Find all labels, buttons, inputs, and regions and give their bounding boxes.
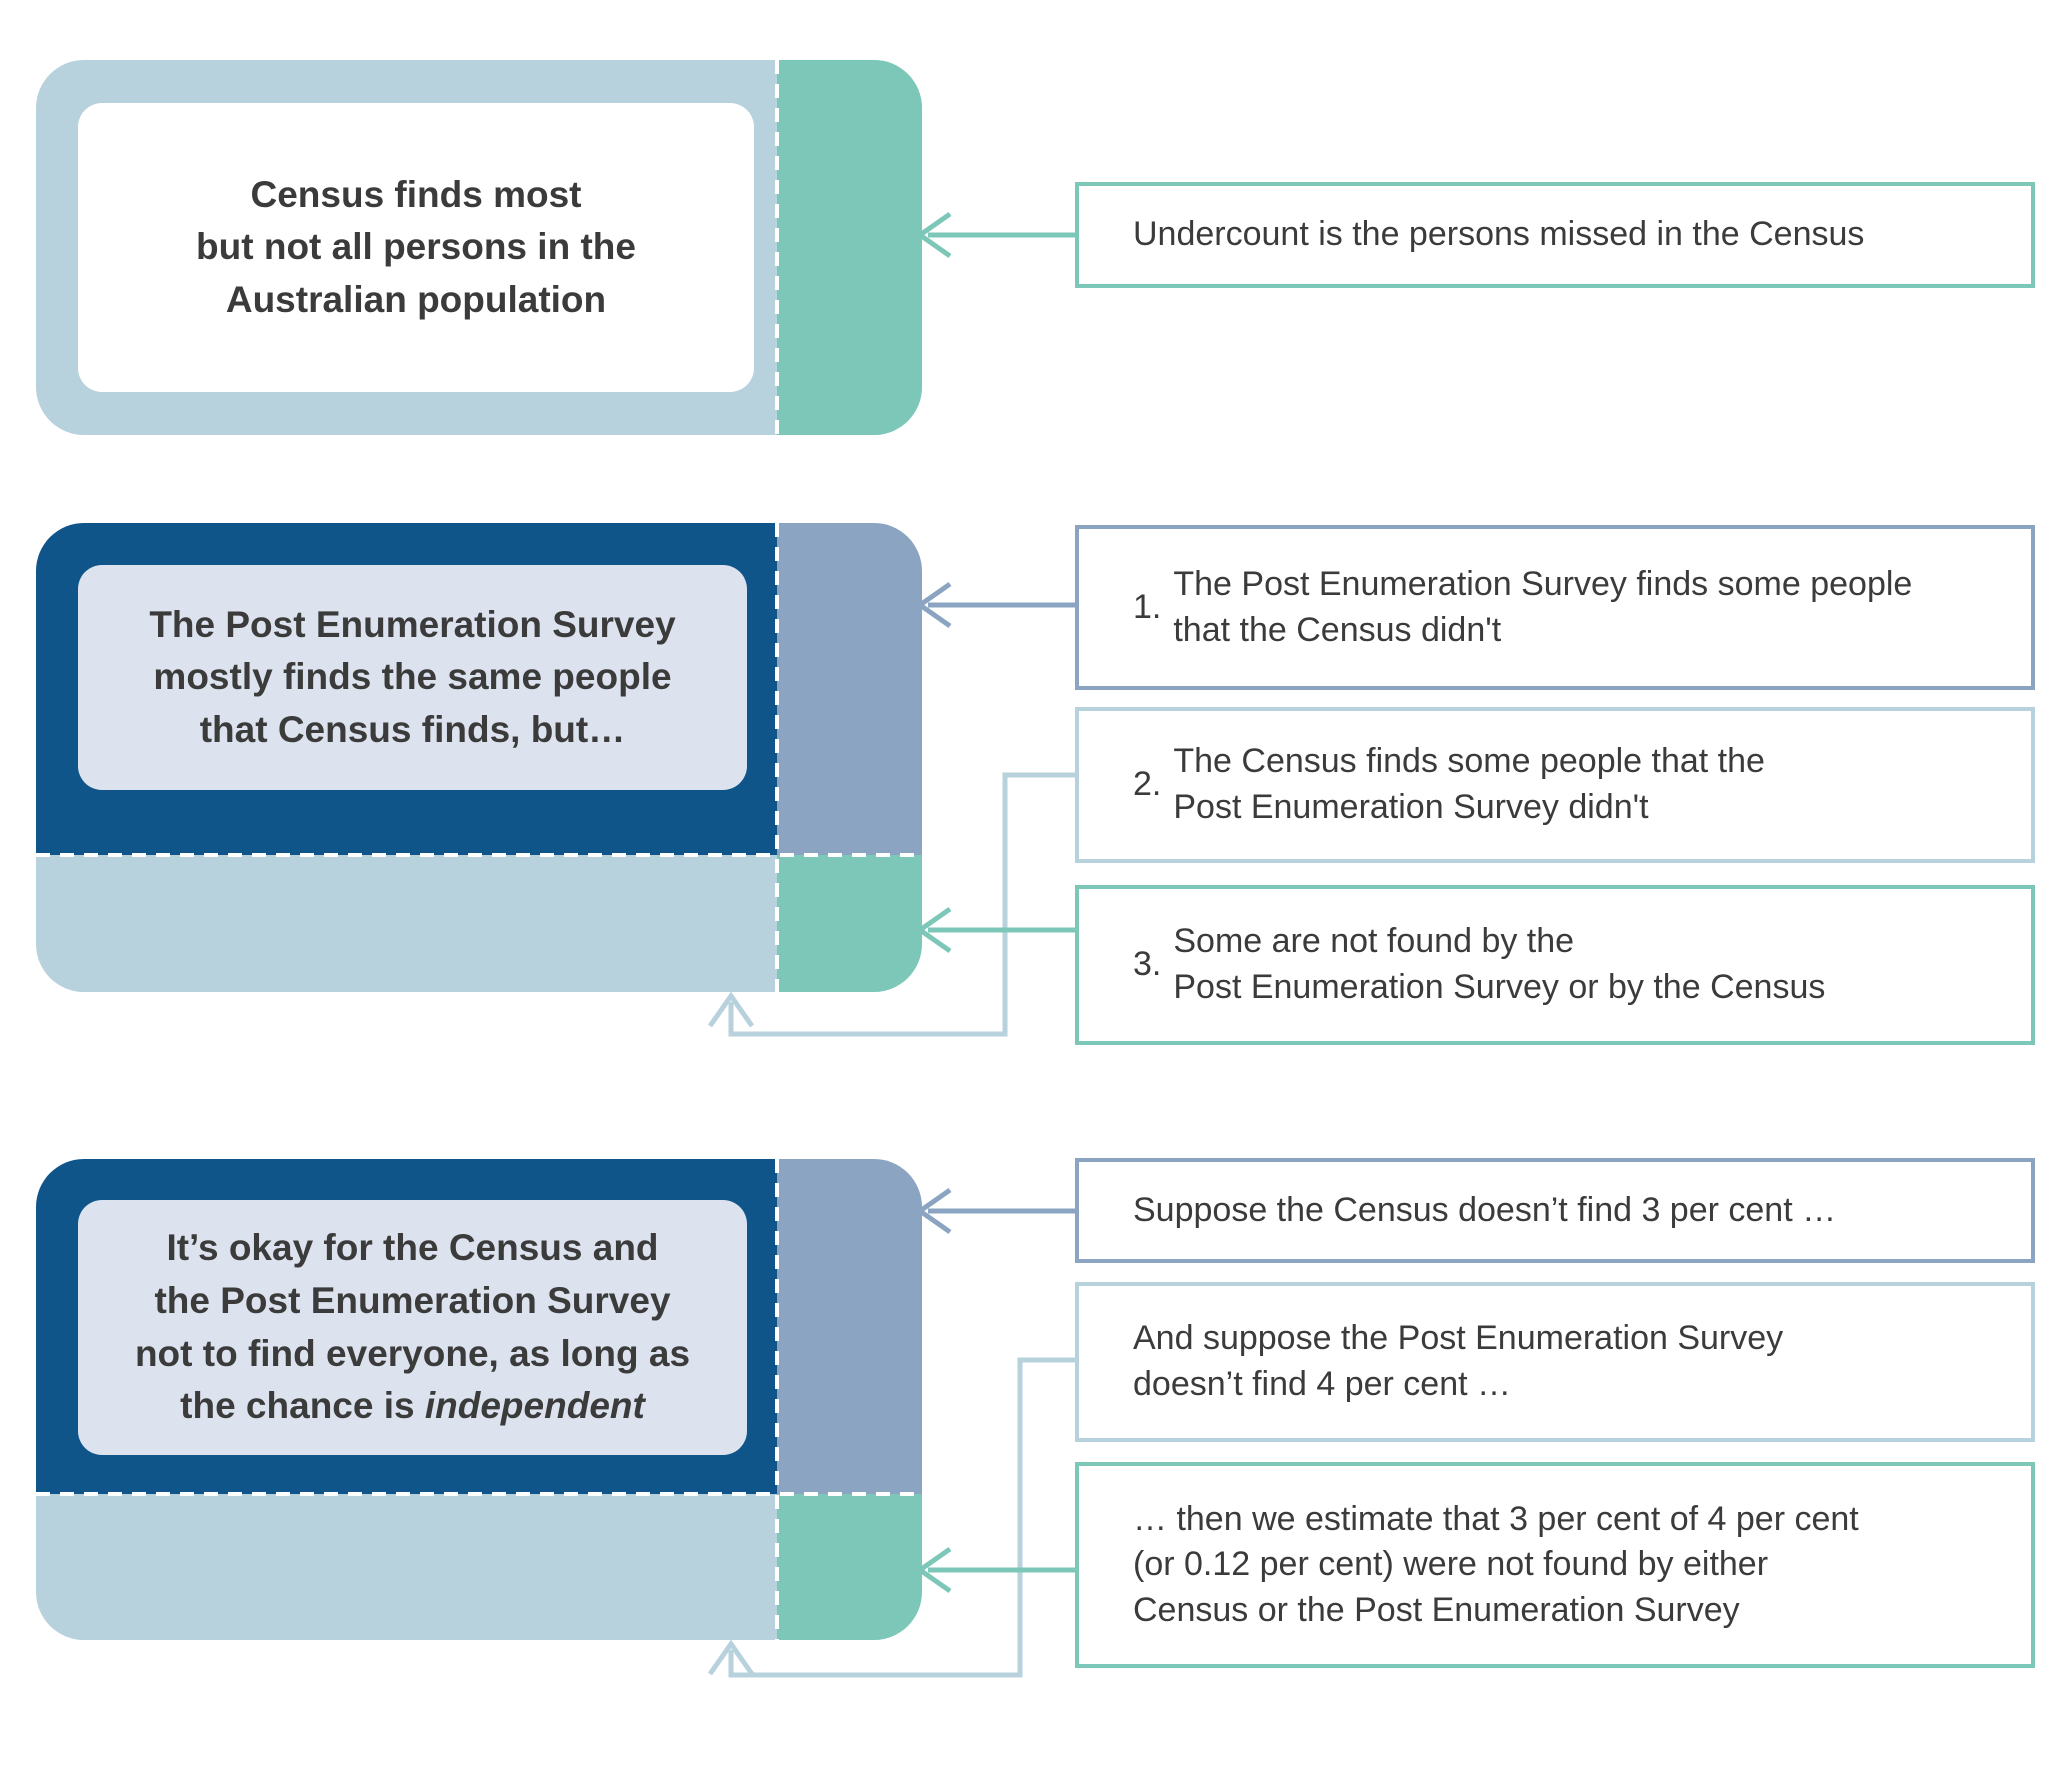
arrow-suppose-census <box>915 1187 1075 1235</box>
dashed-divider-vertical <box>775 60 779 435</box>
card-census: Census finds most but not all persons in… <box>36 60 922 435</box>
label-text: Suppose the Census doesn’t find 3 per ce… <box>1133 1190 1837 1229</box>
label-box-pes-point-1: 1. The Post Enumeration Survey finds som… <box>1075 525 2035 690</box>
independence-quadrant-pes-only <box>777 1159 922 1494</box>
arrow-neither-found <box>915 906 1075 954</box>
independence-statement: It’s okay for the Census and the Post En… <box>78 1200 747 1455</box>
label-text: Undercount is the persons missed in the … <box>1133 215 1865 254</box>
label-box-suppose-census: Suppose the Census doesn’t find 3 per ce… <box>1075 1158 2035 1263</box>
card-independence: It’s okay for the Census and the Post En… <box>36 1159 922 1640</box>
arrow-pes-only <box>915 581 1075 629</box>
independence-statement-italic: independent <box>424 1385 645 1427</box>
label-text: And suppose the Post Enumeration Survey … <box>1133 1319 1784 1403</box>
label-box-suppose-pes: And suppose the Post Enumeration Survey … <box>1075 1282 2035 1442</box>
pes-quadrant-census-only <box>36 855 777 992</box>
arrow-undercount <box>915 211 1075 259</box>
arrow-left-head <box>915 211 952 259</box>
dashed-divider-vertical <box>775 1159 779 1640</box>
dashed-divider-vertical <box>775 523 779 992</box>
arrow-up-head <box>707 991 755 1028</box>
dashed-divider-horizontal <box>36 1492 922 1496</box>
independence-quadrant-neither-found <box>777 1494 922 1640</box>
arrow-left-head <box>915 906 952 954</box>
label-box-estimate: … then we estimate that 3 per cent of 4 … <box>1075 1462 2035 1668</box>
label-number: 2. <box>1133 765 1162 804</box>
label-number: 3. <box>1133 945 1162 984</box>
label-box-undercount: Undercount is the persons missed in the … <box>1075 182 2035 288</box>
label-box-pes-point-2: 2. The Census finds some people that the… <box>1075 707 2035 863</box>
independence-statement-text: It’s okay for the Census and the Post En… <box>134 1227 691 1427</box>
label-text: The Post Enumeration Survey finds some p… <box>1173 564 1913 649</box>
label-text: The Census finds some people that the Po… <box>1173 742 1765 826</box>
arrow-left-head <box>915 1187 952 1235</box>
arrow-left-head <box>915 1546 952 1594</box>
label-text: … then we estimate that 3 per cent of 4 … <box>1133 1499 1859 1629</box>
dashed-divider-horizontal <box>36 853 922 857</box>
label-text: Some are not found by the Post Enumerati… <box>1173 922 1826 1006</box>
arrow-left-head <box>915 581 952 629</box>
pes-quadrant-pes-only <box>777 523 922 855</box>
card-pes: The Post Enumeration Survey mostly finds… <box>36 523 922 992</box>
pes-statement: The Post Enumeration Survey mostly finds… <box>78 565 747 790</box>
arrow-up-head <box>707 1639 755 1676</box>
pes-quadrant-neither-found <box>777 855 922 992</box>
independence-quadrant-census-only <box>36 1494 777 1640</box>
arrow-estimate <box>915 1546 1075 1594</box>
census-statement: Census finds most but not all persons in… <box>78 103 754 392</box>
label-number: 1. <box>1133 587 1162 626</box>
census-undercount-zone <box>777 60 922 435</box>
label-box-pes-point-3: 3. Some are not found by the Post Enumer… <box>1075 885 2035 1045</box>
